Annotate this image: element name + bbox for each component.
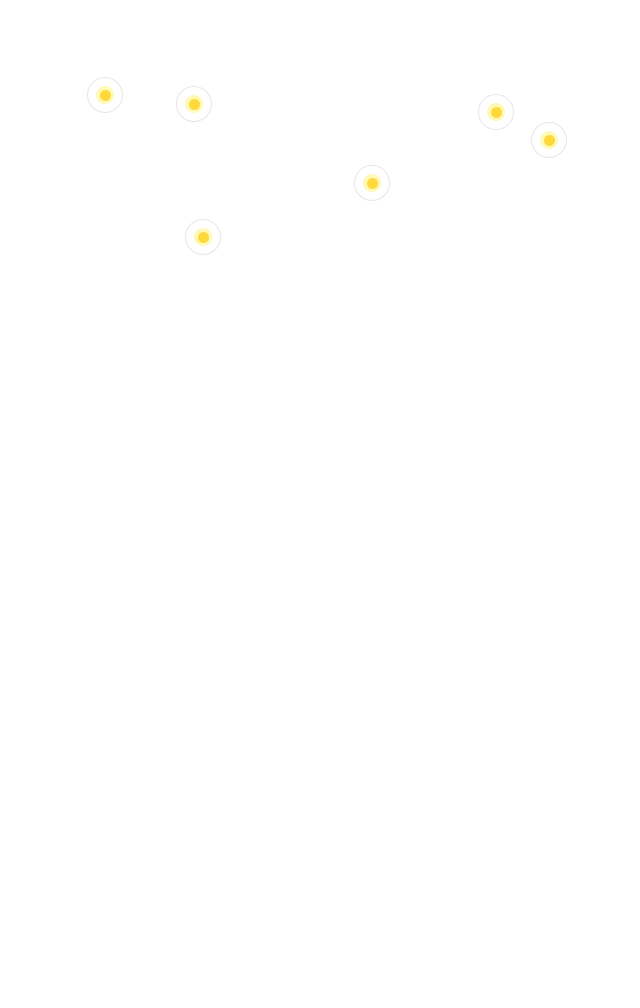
dot-icon	[197, 231, 209, 243]
target-dot-2[interactable]	[176, 86, 212, 122]
dot-icon	[99, 89, 111, 101]
target-dot-6[interactable]	[185, 219, 221, 255]
target-dot-5[interactable]	[354, 165, 390, 201]
dot-icon	[490, 106, 502, 118]
dot-icon	[543, 134, 555, 146]
dot-icon	[366, 177, 378, 189]
target-dot-1[interactable]	[87, 77, 123, 113]
target-dot-3[interactable]	[478, 94, 514, 130]
dot-icon	[188, 98, 200, 110]
target-dot-4[interactable]	[531, 122, 567, 158]
